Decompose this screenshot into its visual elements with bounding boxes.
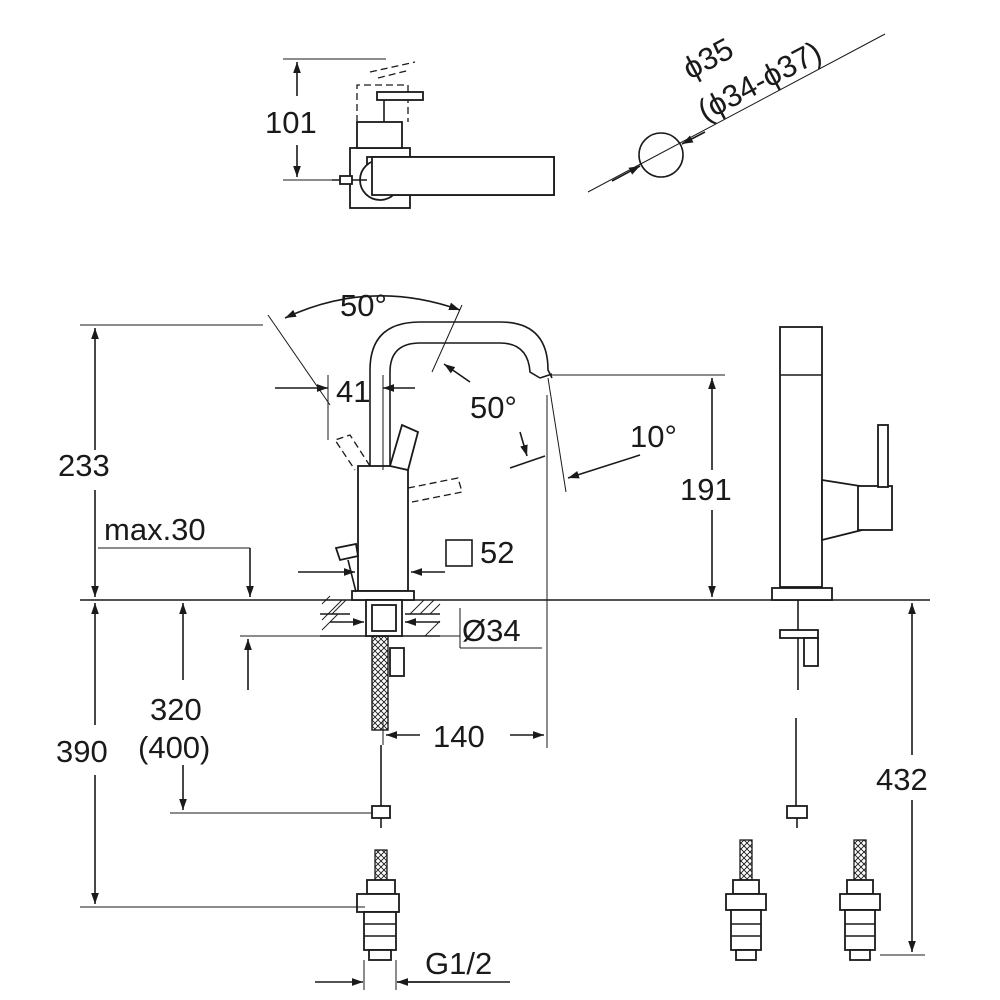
dim-angle-50-swing: 50°: [340, 288, 387, 323]
dim-angle-10: 10°: [630, 419, 677, 454]
hole-diameter-detail: [587, 33, 886, 193]
dim-233: 233: [58, 448, 110, 483]
dim-320: 320: [150, 692, 202, 727]
front-view: [80, 294, 725, 990]
dim-square-52: 52: [480, 535, 514, 570]
dim-41: 41: [336, 374, 370, 409]
dim-dia-34: Ø34: [462, 613, 521, 648]
dim-max-30: max.30: [104, 512, 206, 547]
dim-432: 432: [876, 762, 928, 797]
dim-angle-50-lever: 50°: [470, 390, 517, 425]
dim-191: 191: [680, 472, 732, 507]
side-view: [725, 326, 930, 961]
dim-400: (400): [138, 730, 210, 765]
top-view: [283, 58, 555, 209]
dim-g-1-2: G1/2: [425, 946, 492, 981]
dim-101: 101: [265, 105, 317, 140]
dim-390: 390: [56, 734, 108, 769]
dim-140: 140: [433, 719, 485, 754]
